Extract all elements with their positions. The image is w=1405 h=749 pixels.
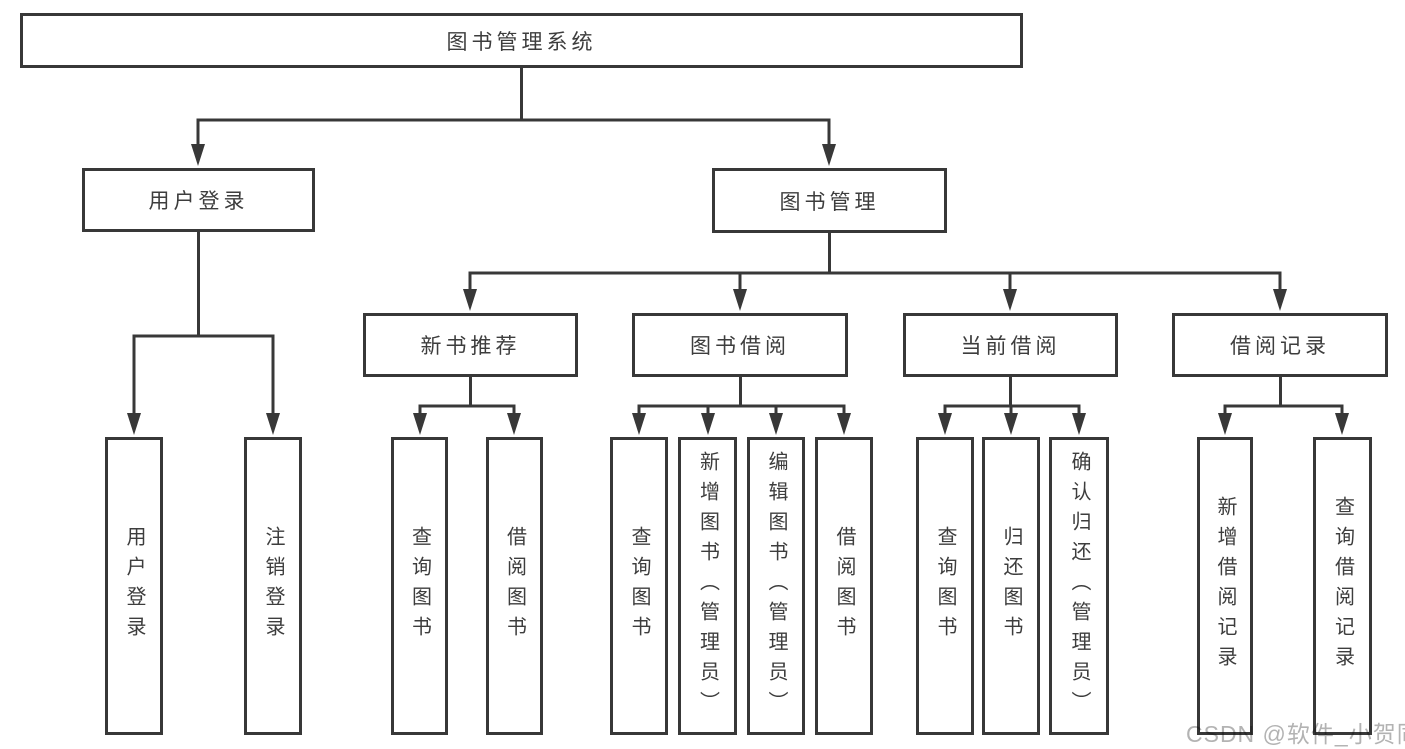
leaf-confirm-return-admin-label: 确认归还（管理员） <box>1068 451 1090 721</box>
node-current-borrowing-label: 当前借阅 <box>960 335 1061 358</box>
node-new-book-recommend: 新书推荐 <box>363 313 578 377</box>
leaf-add-borrow-record: 新增借阅记录 <box>1197 437 1253 735</box>
leaf-query-book-borrowing: 查询图书 <box>610 437 668 735</box>
leaf-edit-book-admin-label: 编辑图书（管理员） <box>765 451 787 721</box>
node-book-management-label: 图书管理 <box>779 190 880 214</box>
node-root-label: 图书管理系统 <box>446 30 597 54</box>
node-borrow-records: 借阅记录 <box>1172 313 1388 377</box>
leaf-query-borrow-record: 查询借阅记录 <box>1313 437 1372 735</box>
node-book-borrowing: 图书借阅 <box>632 313 848 377</box>
leaf-query-book-current-label: 查询图书 <box>934 526 956 646</box>
node-root-system: 图书管理系统 <box>20 13 1023 68</box>
leaf-add-book-admin-label: 新增图书（管理员） <box>696 451 719 721</box>
node-borrow-records-label: 借阅记录 <box>1230 335 1330 358</box>
leaf-borrow-book-recommend-label: 借阅图书 <box>503 526 526 646</box>
leaf-logout-label: 注销登录 <box>262 526 284 646</box>
leaf-borrow-book: 借阅图书 <box>815 437 873 735</box>
leaf-user-login-label: 用户登录 <box>123 526 145 646</box>
leaf-query-book-recommend: 查询图书 <box>391 437 448 735</box>
node-user-login-branch: 用户登录 <box>82 168 315 232</box>
node-user-login-label: 用户登录 <box>148 190 249 213</box>
leaf-confirm-return-admin: 确认归还（管理员） <box>1049 437 1109 735</box>
leaf-return-book-label: 归还图书 <box>1000 526 1022 646</box>
node-book-borrowing-label: 图书借阅 <box>690 335 790 358</box>
leaf-query-book-current: 查询图书 <box>916 437 974 735</box>
leaf-borrow-book-label: 借阅图书 <box>833 526 855 646</box>
leaf-logout: 注销登录 <box>244 437 302 735</box>
leaf-borrow-book-recommend: 借阅图书 <box>486 437 543 735</box>
leaf-add-borrow-record-label: 新增借阅记录 <box>1214 496 1236 676</box>
csdn-watermark: CSDN @软件_小贺同学 <box>1186 721 1405 747</box>
leaf-return-book: 归还图书 <box>982 437 1040 735</box>
leaf-user-login: 用户登录 <box>105 437 163 735</box>
leaf-edit-book-admin: 编辑图书（管理员） <box>747 437 805 735</box>
leaf-query-book-borrowing-label: 查询图书 <box>628 526 650 646</box>
node-book-management-branch: 图书管理 <box>712 168 947 233</box>
leaf-add-book-admin: 新增图书（管理员） <box>678 437 737 735</box>
node-new-book-recommend-label: 新书推荐 <box>420 335 521 358</box>
node-current-borrowing: 当前借阅 <box>903 313 1118 377</box>
leaf-query-borrow-record-label: 查询借阅记录 <box>1331 496 1354 676</box>
leaf-query-book-recommend-label: 查询图书 <box>408 526 431 646</box>
